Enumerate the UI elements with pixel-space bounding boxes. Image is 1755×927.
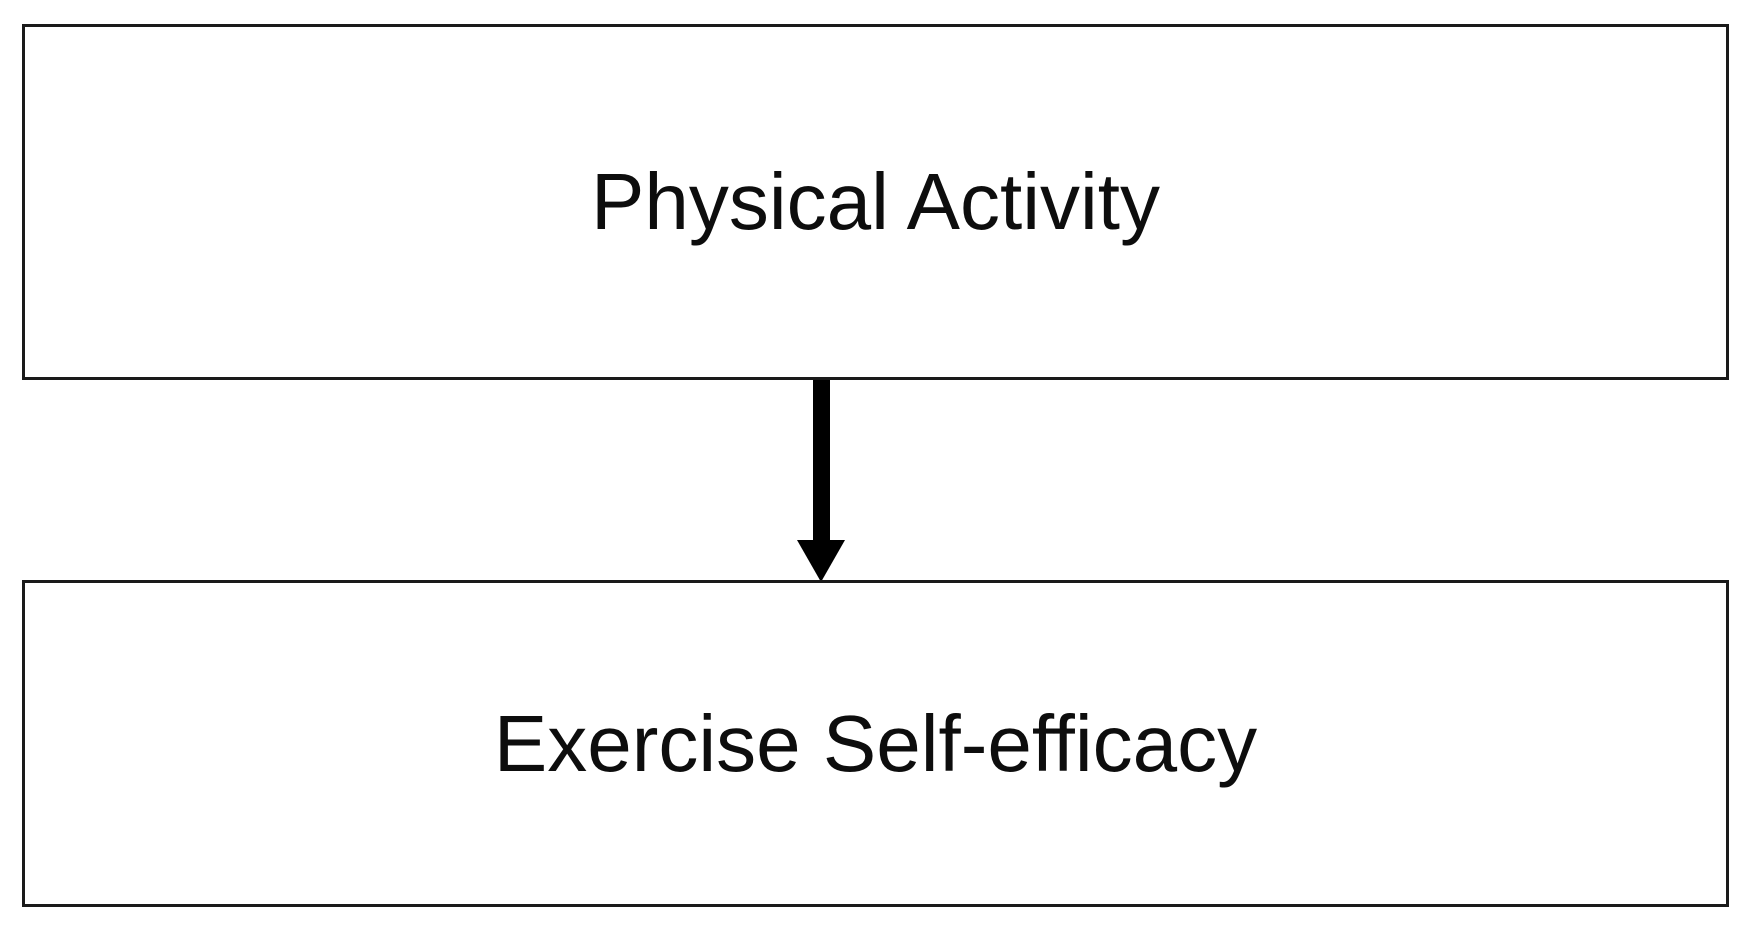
node-physical-activity: Physical Activity [22, 24, 1729, 380]
arrow-shaft [813, 380, 830, 542]
arrow-head [797, 540, 845, 582]
down-arrow-connector [797, 380, 845, 582]
node-exercise-self-efficacy: Exercise Self-efficacy [22, 580, 1729, 907]
node-physical-activity-label: Physical Activity [590, 157, 1161, 246]
node-exercise-self-efficacy-label: Exercise Self-efficacy [493, 698, 1258, 788]
